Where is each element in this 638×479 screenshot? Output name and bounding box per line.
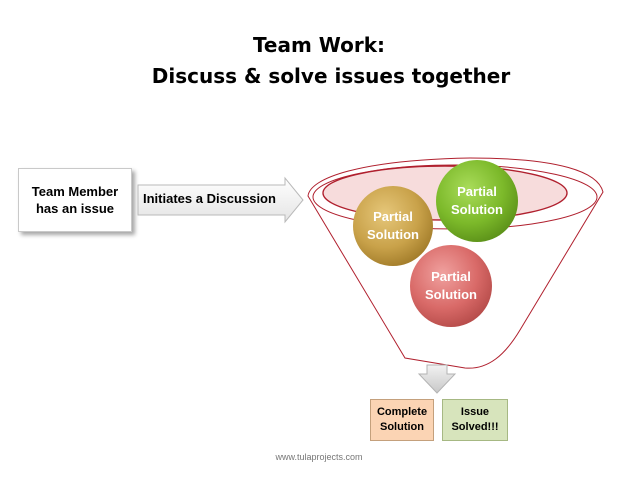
discussion-arrow (137, 176, 304, 224)
partial-solution-circle-gold (353, 186, 433, 266)
page-title: Team Work: Discuss & solve issues togeth… (0, 30, 638, 92)
title-line-2: Discuss & solve issues together (151, 64, 511, 88)
circle-label-red-line-1: Partial (431, 269, 471, 284)
circle-label-red-line-2: Solution (425, 287, 477, 302)
member-box-line-1: Team Member (31, 184, 119, 199)
title-line-1: Team Work: (252, 33, 386, 57)
complete-line-2: Solution (380, 421, 424, 433)
solved-line-1: Issue (460, 406, 490, 418)
circle-label-gold: Partial Solution (353, 208, 433, 244)
complete-line-1: Complete (376, 406, 428, 418)
complete-solution-box: Complete Solution (370, 399, 434, 441)
team-member-box: Team Member has an issue (18, 168, 132, 232)
circle-label-gold-line-1: Partial (373, 209, 413, 224)
circle-label-green-line-1: Partial (457, 184, 497, 199)
issue-solved-box: Issue Solved!!! (442, 399, 508, 441)
partial-solution-circle-red (410, 245, 492, 327)
circle-label-gold-line-2: Solution (367, 227, 419, 242)
circle-label-green-line-2: Solution (451, 202, 503, 217)
down-arrow (417, 364, 457, 394)
arrow-label: Initiates a Discussion (143, 191, 276, 206)
solved-line-2: Solved!!! (451, 421, 499, 433)
circle-label-green: Partial Solution (437, 183, 517, 219)
partial-solution-circle-green (436, 160, 518, 242)
footer-url: www.tulaprojects.com (275, 452, 363, 462)
member-box-line-2: has an issue (35, 201, 115, 216)
circle-label-red: Partial Solution (411, 268, 491, 304)
